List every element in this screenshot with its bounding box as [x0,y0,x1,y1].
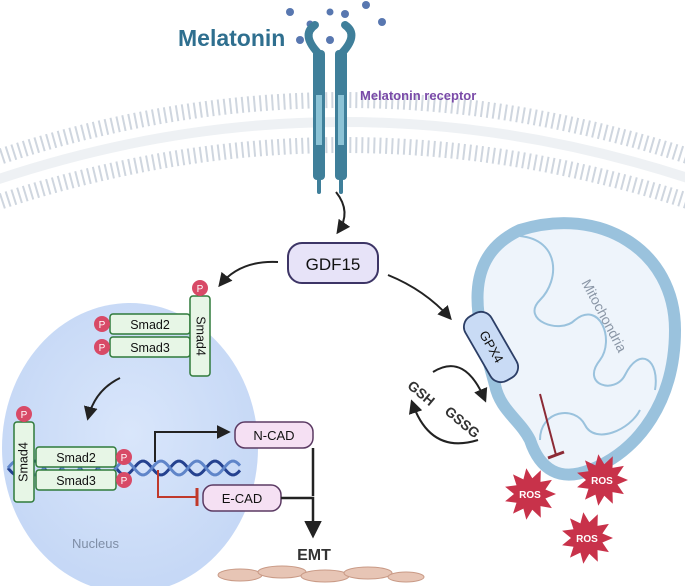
to-emt-arrow [281,448,313,535]
phospho-label: P [99,320,106,331]
gdf15-node: GDF15 [287,242,379,284]
smad2-label: Smad2 [130,318,170,332]
melatonin-molecules [286,1,386,44]
gdf15-to-smad-arrow [218,260,279,288]
inhibit-ecad-line [157,470,196,498]
ros-burst: ROS [577,454,628,506]
mesenchymal-cell [257,565,307,579]
ros-burst: ROS [562,512,613,564]
emt-label: EMT [297,547,331,564]
mesenchymal-cell [300,569,350,583]
receptor-to-gdf15-arrow [335,191,351,235]
phospho-badge [116,472,132,488]
gdf15-label: GDF15 [306,255,361,274]
smad-translocation-arrow [83,377,121,421]
gssg-label: GSSG [442,403,483,441]
ecad-node: E-CAD [202,484,282,512]
inhibit-ros-line [539,393,557,456]
smad2-label: Smad2 [56,451,96,465]
ros-cluster: ROS ROS ROS [505,454,628,564]
melatonin-label: Melatonin [178,25,285,51]
melatonin-molecule [362,1,370,9]
smad-complex-nucleus: Smad2 Smad3 Smad4 P P P [13,406,132,503]
nucleus-label: Nucleus [72,536,119,551]
melatonin-receptor-label: Melatonin receptor [360,88,476,103]
phospho-badge [16,406,32,422]
ncad-label: N-CAD [253,428,294,443]
melatonin-molecule [286,8,294,16]
gpx4-node: GPX4 [463,310,519,384]
melatonin-molecule [341,10,349,18]
ros-label: ROS [519,490,541,501]
melatonin-receptor [304,21,356,194]
ros-label: ROS [576,534,598,545]
ecad-label: E-CAD [222,491,262,506]
gsh-label: GSH [405,377,439,409]
smad4-label: Smad4 [194,316,208,356]
mesenchymal-cells [217,565,425,583]
melatonin-molecule [296,36,304,44]
mesenchymal-cell [387,571,425,583]
phospho-badge [116,449,132,465]
phospho-label: P [21,410,28,421]
smad3-label: Smad3 [130,341,170,355]
phospho-label: P [121,453,128,464]
gsh-to-gssg-arrow [432,365,488,403]
smad-complex-cytoplasm: Smad2 Smad3 Smad4 P P P [94,280,211,377]
phospho-label: P [99,343,106,354]
phospho-badge [94,316,110,332]
gssg-to-gsh-arrow [408,399,479,445]
smad3-label: Smad3 [56,474,96,488]
melatonin-molecule [326,36,334,44]
melatonin-molecule [378,18,386,26]
smad4-label: Smad4 [16,442,30,482]
melatonin-molecule [326,8,334,16]
phospho-badge [94,339,110,355]
ncad-node: N-CAD [234,421,314,449]
phospho-label: P [121,476,128,487]
mesenchymal-cell [217,568,263,582]
phospho-label: P [197,284,204,295]
mesenchymal-cell [343,566,393,580]
phospho-badge [192,280,208,296]
ros-burst: ROS [505,468,556,520]
inhibit-bar [547,450,565,460]
ros-label: ROS [591,476,613,487]
promote-ncad-arrow [154,425,231,462]
gdf15-to-gpx4-arrow [387,274,452,321]
